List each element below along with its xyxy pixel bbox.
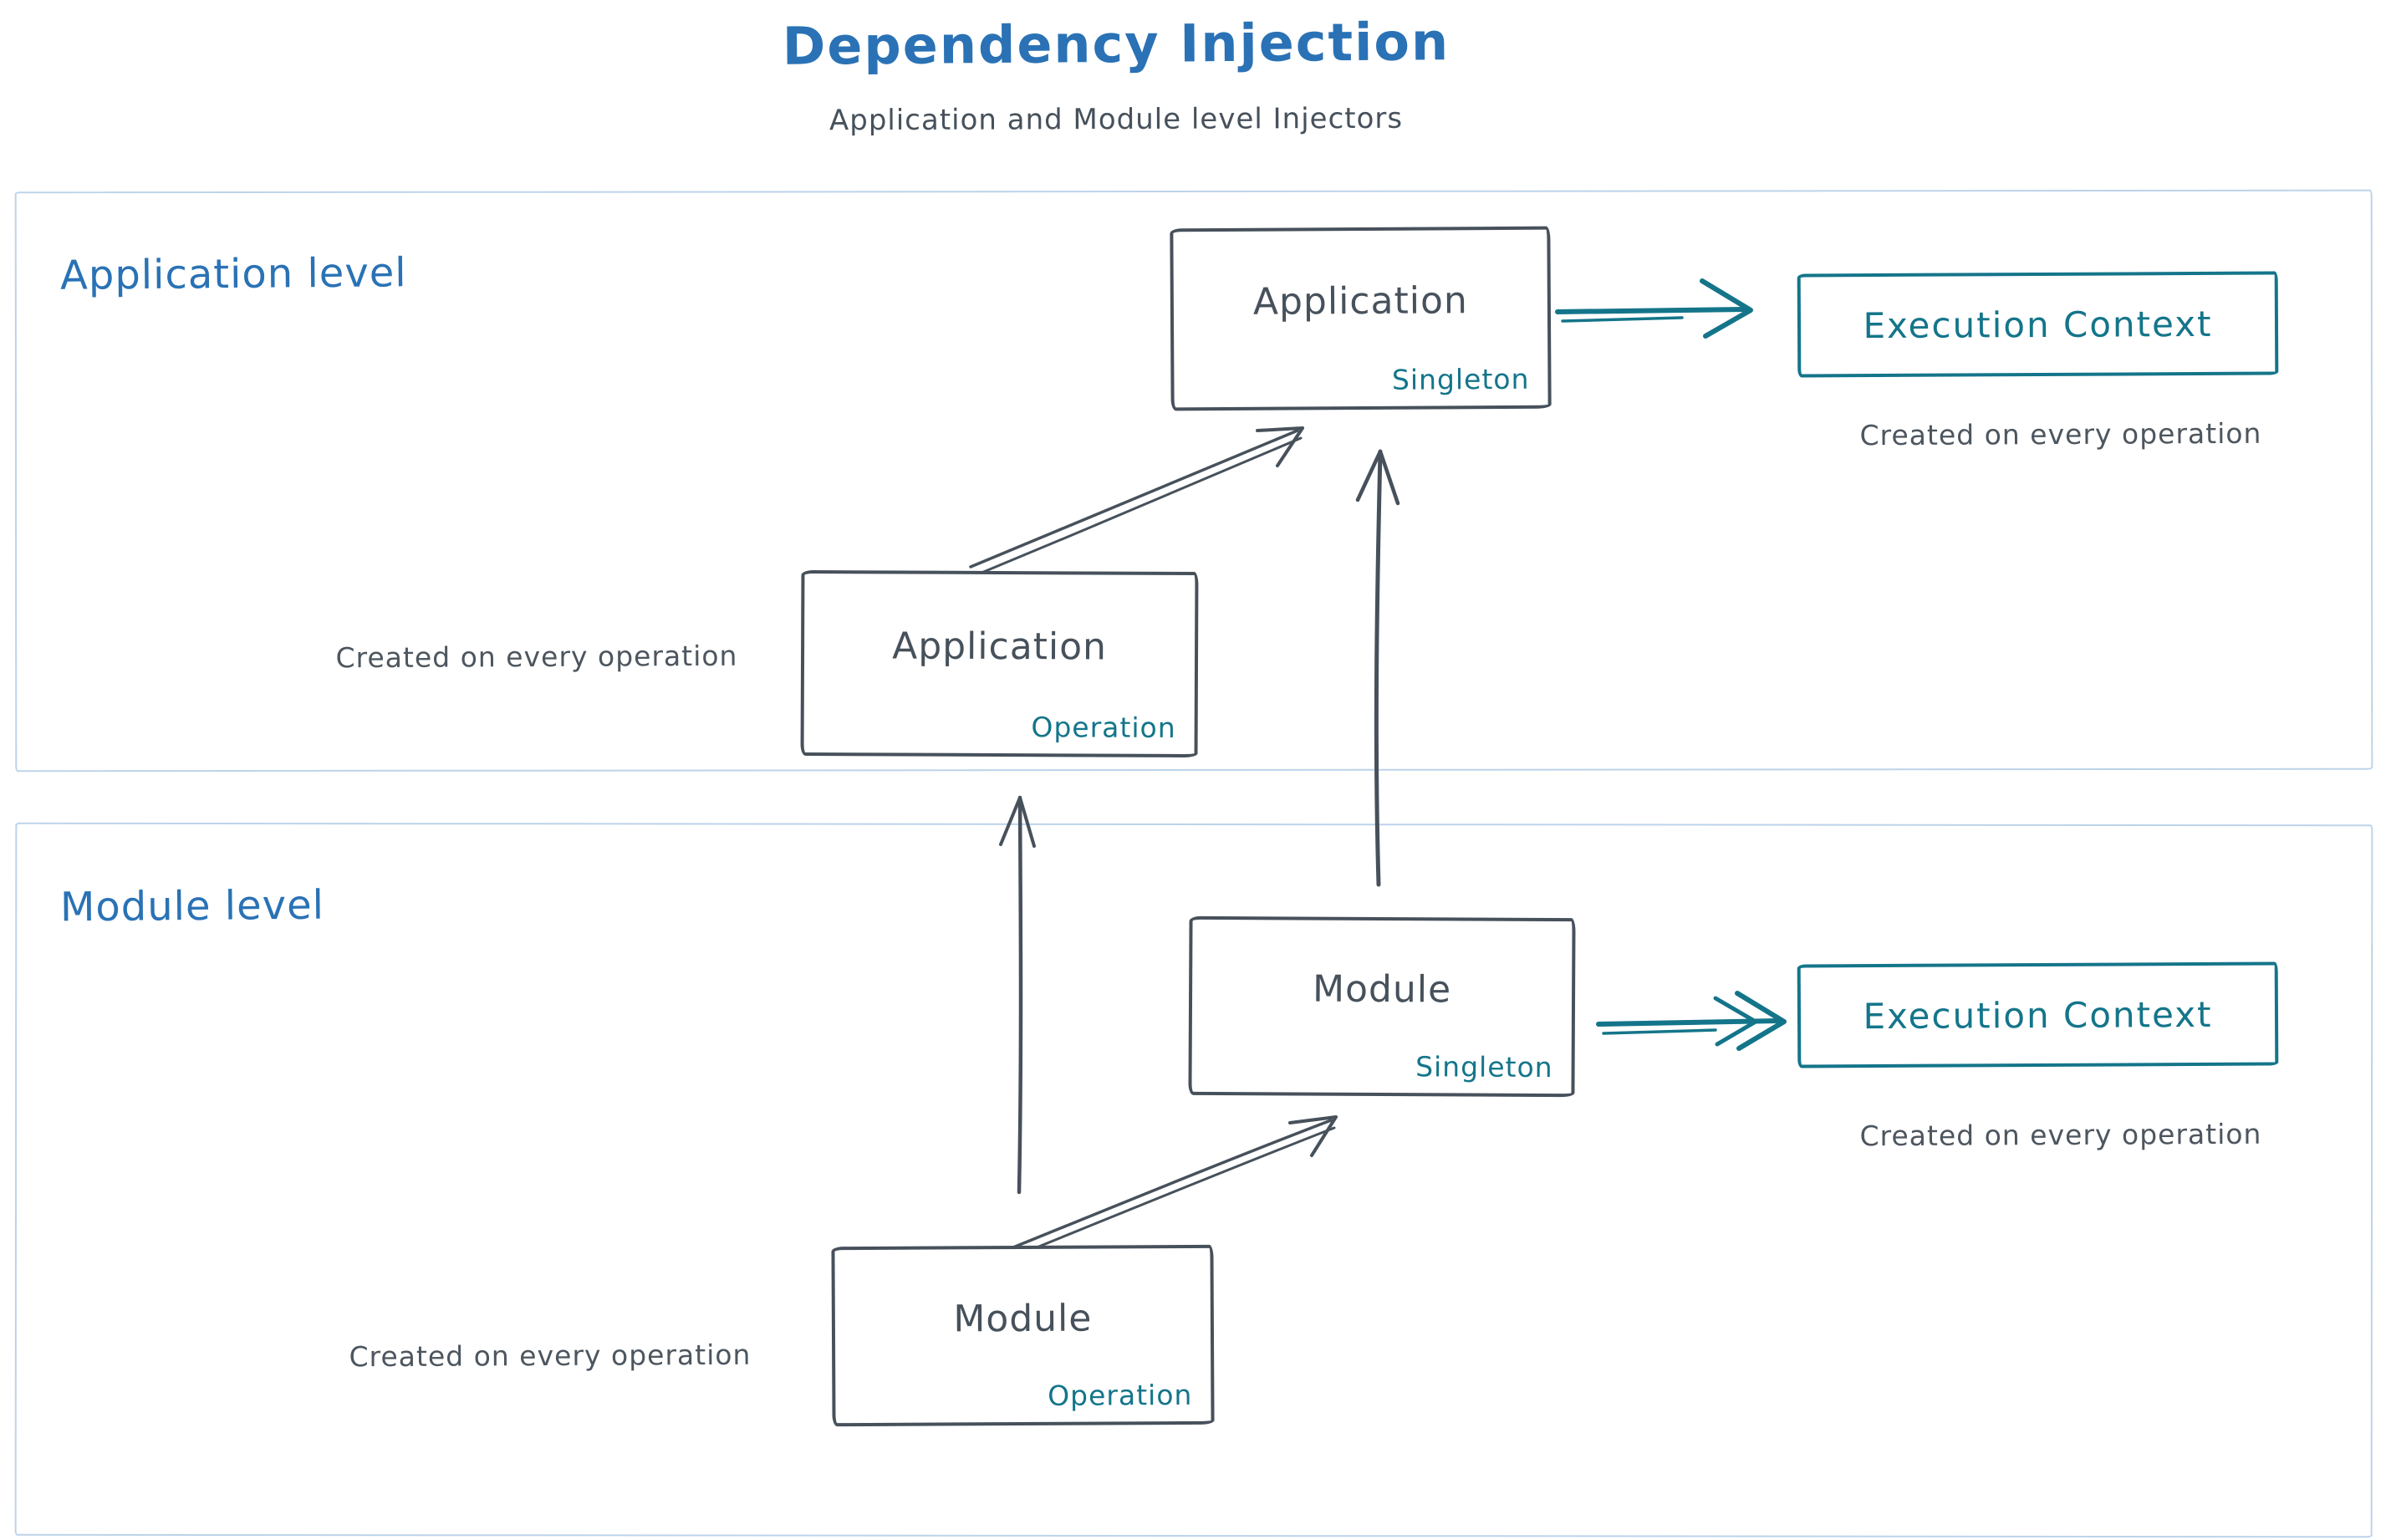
diagram-header: Dependency Injection Application and Mod… <box>0 11 2232 137</box>
page-title: Dependency Injection <box>782 11 1450 77</box>
node-application-singleton-title: Application <box>1252 279 1468 324</box>
caption-module-operation: Created on every operation <box>349 1338 752 1374</box>
node-application-operation-title: Application <box>892 625 1108 669</box>
node-module-singleton: Module Singleton <box>1188 915 1576 1098</box>
node-application-operation-subtitle: Operation <box>1031 711 1176 744</box>
caption-app-execution-context: Created on every operation <box>1859 416 2262 452</box>
node-execution-context-module-title: Execution Context <box>1863 993 2213 1037</box>
section-label-application-level: Application level <box>59 249 407 299</box>
node-execution-context-application: Execution Context <box>1797 271 2279 378</box>
caption-app-operation: Created on every operation <box>335 639 738 675</box>
node-execution-context-application-title: Execution Context <box>1863 303 2213 346</box>
node-module-operation-subtitle: Operation <box>1048 1378 1193 1412</box>
node-module-singleton-subtitle: Singleton <box>1415 1050 1553 1084</box>
page-subtitle: Application and Module level Injectors <box>828 101 1404 138</box>
node-application-operation: Application Operation <box>800 569 1199 758</box>
node-module-operation-title: Module <box>953 1297 1093 1340</box>
node-application-singleton: Application Singleton <box>1170 226 1552 411</box>
node-application-singleton-subtitle: Singleton <box>1391 362 1530 396</box>
node-module-operation: Module Operation <box>831 1244 1215 1427</box>
caption-module-execution-context: Created on every operation <box>1859 1117 2262 1153</box>
section-label-module-level: Module level <box>59 881 325 931</box>
node-module-singleton-title: Module <box>1312 967 1452 1012</box>
node-execution-context-module: Execution Context <box>1797 961 2279 1068</box>
